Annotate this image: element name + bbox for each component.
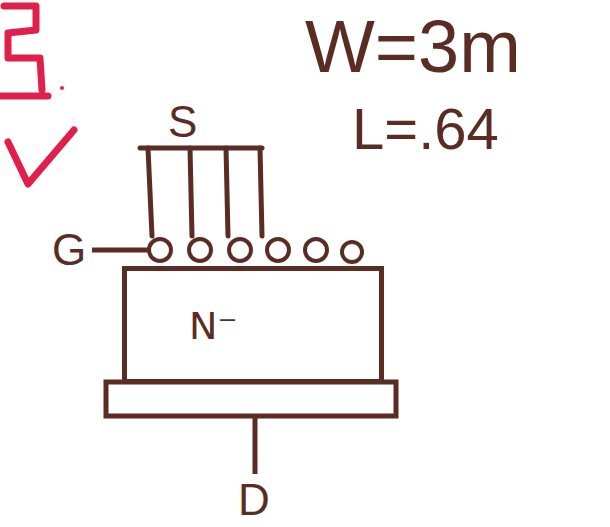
terminal-label: S xyxy=(168,100,197,144)
terminal-label: L=.64 xyxy=(352,100,499,158)
source-finger xyxy=(190,148,192,236)
red-arrow xyxy=(8,130,74,184)
gate-lead xyxy=(92,248,148,253)
source-finger xyxy=(226,148,228,236)
cell xyxy=(189,239,211,261)
gate-cells xyxy=(92,239,362,262)
source-finger xyxy=(260,148,262,236)
drain-contact xyxy=(106,382,396,474)
cell xyxy=(267,239,289,261)
ground-bar xyxy=(0,93,48,100)
resistor-symbol xyxy=(0,6,74,184)
cell xyxy=(149,239,171,261)
terminal-label: W=3m xyxy=(305,10,521,84)
drain-plate xyxy=(106,382,396,416)
source-wires xyxy=(140,148,262,236)
resistor-zigzag xyxy=(4,6,42,90)
semiconductor-region: N⁻ xyxy=(122,266,384,384)
cell xyxy=(305,239,327,261)
source-bus xyxy=(140,146,262,151)
cell xyxy=(229,239,251,261)
source-finger xyxy=(148,148,152,236)
region-label: N⁻ xyxy=(189,307,237,345)
dot xyxy=(60,86,64,90)
cell xyxy=(342,242,362,262)
terminal-label: D xyxy=(238,478,270,522)
drain-lead xyxy=(253,416,258,474)
terminal-label: G xyxy=(52,228,86,272)
